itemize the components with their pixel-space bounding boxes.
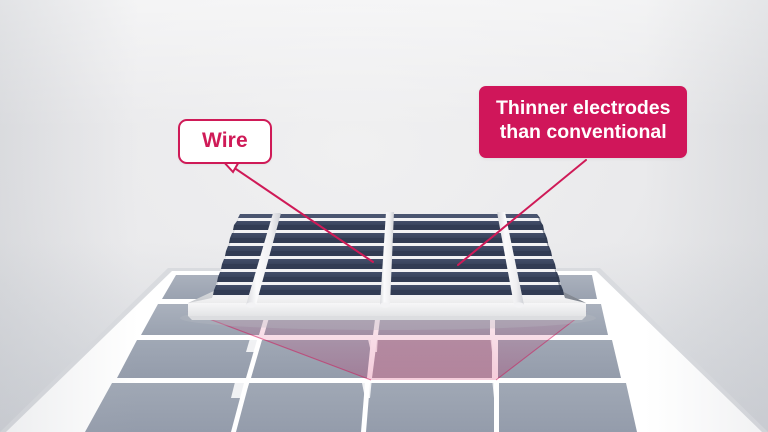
panel-row [85, 383, 637, 432]
callout-thinner-electrodes[interactable]: Thinner electrodes than conventional [479, 86, 688, 158]
magnified-solar-cell [180, 212, 596, 330]
callout-wire[interactable]: Wire [178, 119, 272, 165]
